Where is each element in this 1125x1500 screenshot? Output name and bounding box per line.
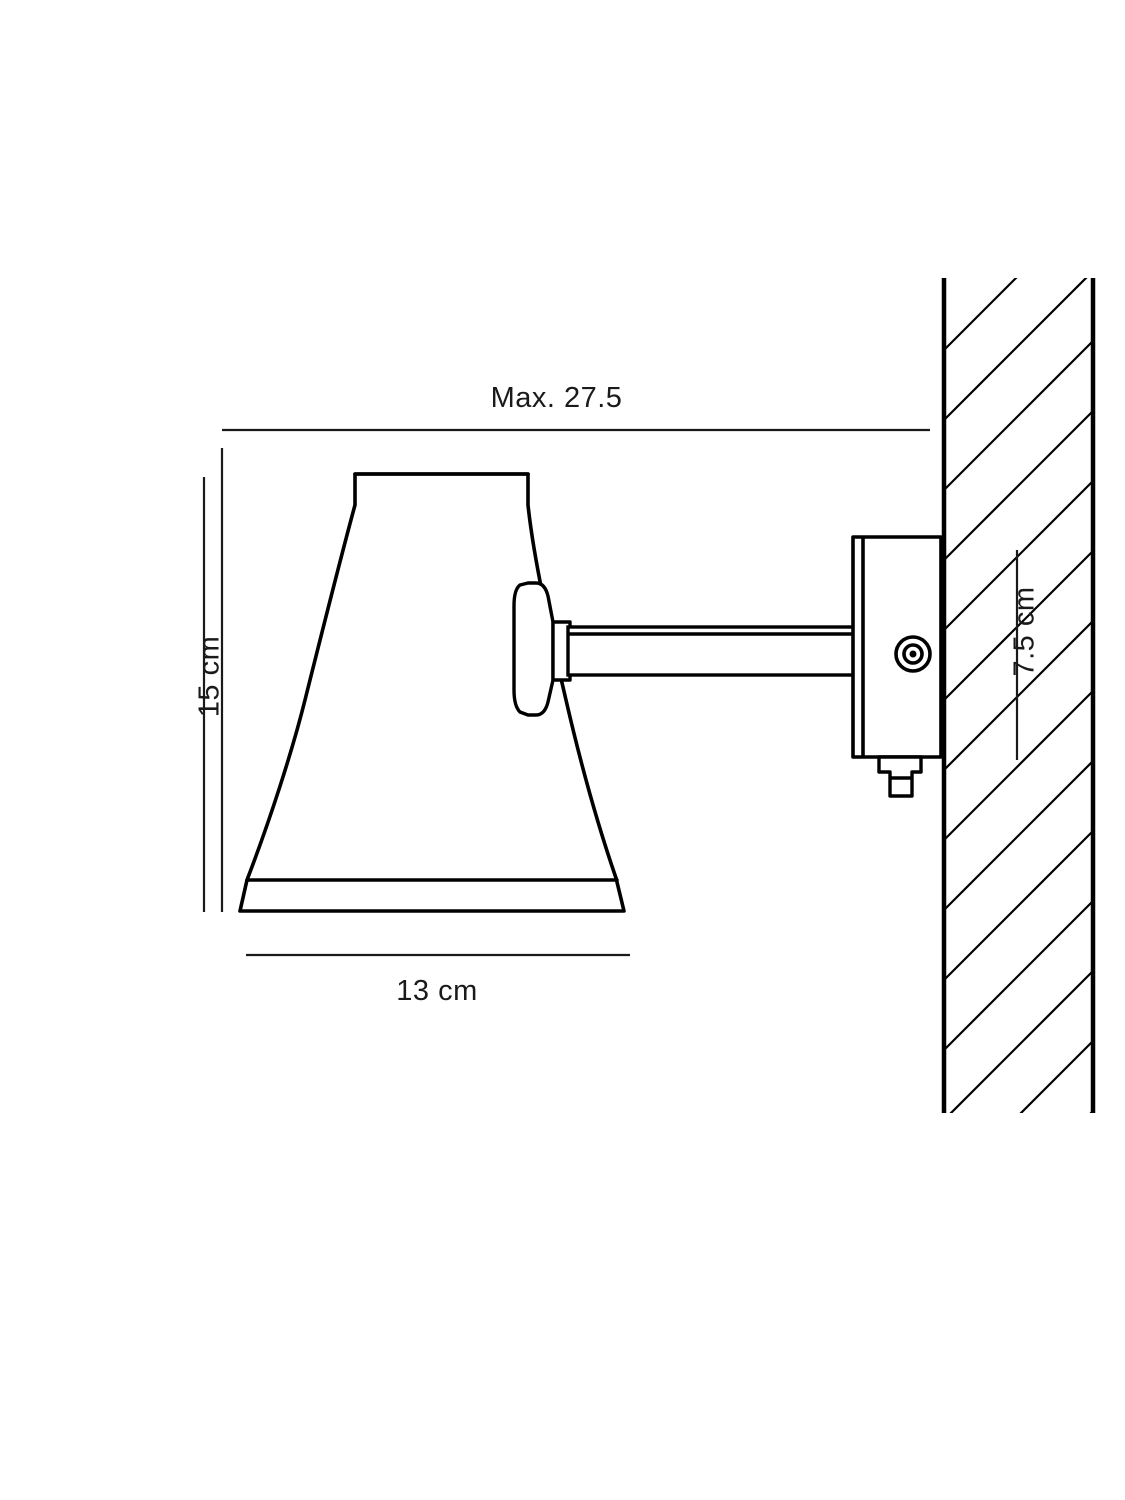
dimension-label-max-reach: Max. 27.5: [490, 382, 623, 414]
wall-hatching: [941, 278, 1096, 1113]
dimension-label-width: 13 cm: [396, 975, 478, 1007]
wall-mount-bracket: [851, 535, 943, 759]
bracket-switch: [877, 755, 923, 798]
shade-joint: [512, 581, 572, 717]
dimension-label-depth: 7.5 cm: [1008, 586, 1041, 677]
lamp-shade: [238, 472, 626, 913]
lamp-arm: [566, 625, 856, 677]
dimension-label-height: 15 cm: [193, 635, 226, 718]
dimension-max-reach: [220, 428, 930, 912]
